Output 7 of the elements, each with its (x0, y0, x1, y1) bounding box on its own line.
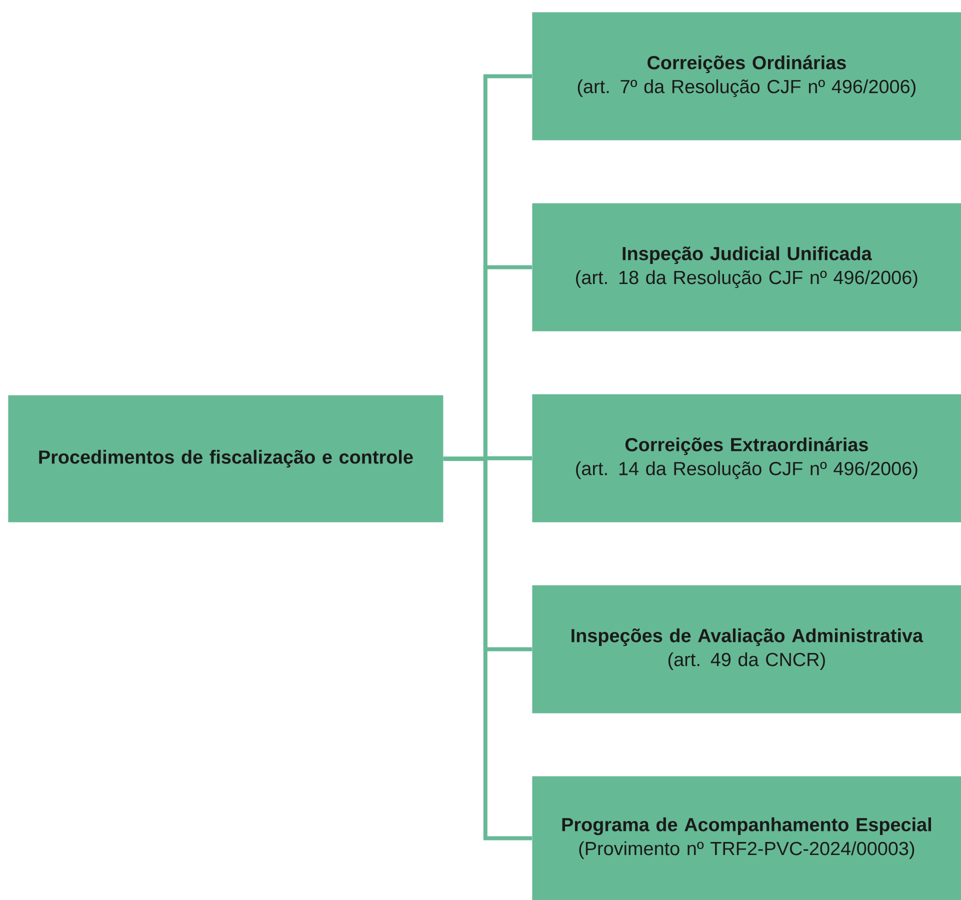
procedure-box: Programa de Acompanhamento Especial (Provimento nº TRF2-PVC-2024/00003) (532, 776, 961, 900)
procedure-box: Correições Ordinárias (art. 7º da Resolução CJF nº 496/2006) (532, 12, 961, 140)
topic-box: Procedimentos de fiscalização e controle (8, 395, 444, 522)
procedure-box: Inspeção Judicial Unificada (art. 18 da Resolução CJF nº 496/2006) (532, 203, 961, 332)
procedure-box: Correições Extraordinárias (art. 14 da Resolução CJF nº 496/2006) (532, 394, 961, 522)
connector-line (443, 456, 532, 840)
procedure-box: Inspeções de Avaliação Administrativa (art. 49 da CNCR) (532, 585, 961, 714)
